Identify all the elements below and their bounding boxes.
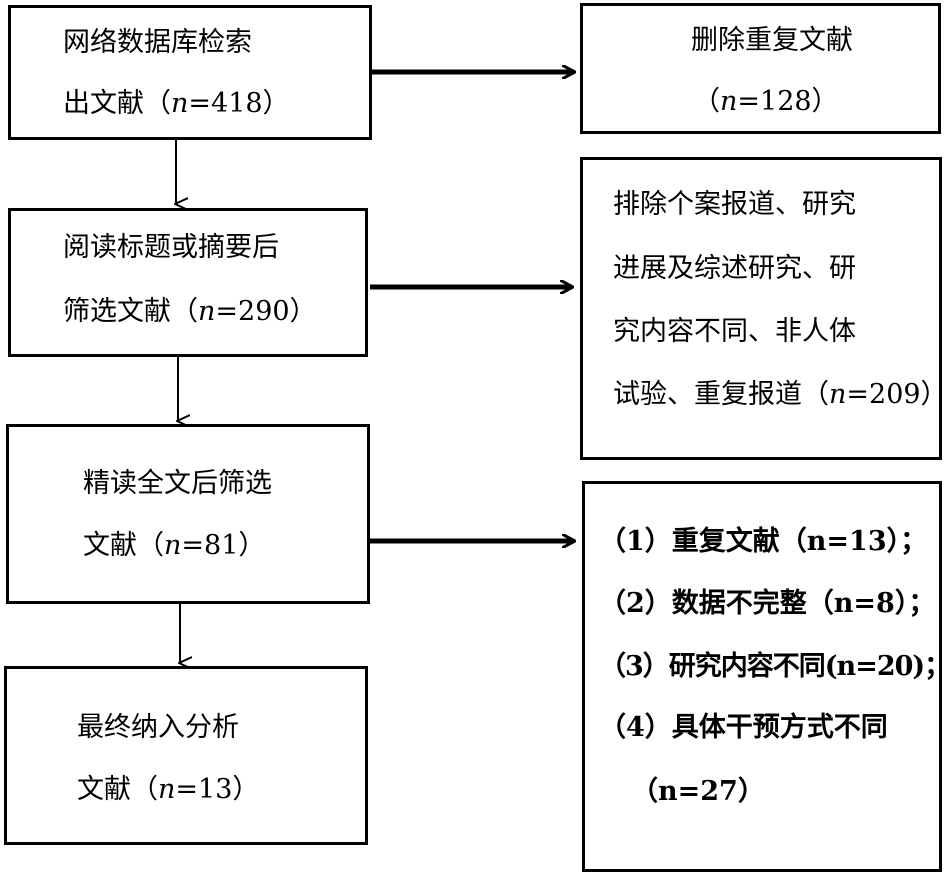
- box-line: 试验、重复报道（n=209）: [613, 380, 945, 410]
- box-remove-duplicates: 删除重复文献 （n=128）: [580, 3, 941, 134]
- text-post: =418）: [188, 88, 290, 119]
- box-line: 进展及综述研究、研: [613, 253, 856, 284]
- n-symbol: n: [158, 774, 176, 805]
- box-line: （4）具体干预方式不同: [599, 712, 888, 743]
- n-symbol: n: [171, 88, 189, 119]
- box-line: 网络数据库检索: [63, 27, 252, 58]
- text-post: =290）: [215, 296, 317, 327]
- box-line: 排除个案报道、研究: [613, 189, 856, 220]
- box-line: 文献（n=13）: [77, 775, 259, 805]
- box-line: （3）研究内容不同(n=20)；: [599, 651, 945, 682]
- box-line: （2）数据不完整（n=8）；: [599, 588, 936, 619]
- box-line: （n=128）: [693, 87, 839, 117]
- box-fulltext-exclusions: （1）重复文献（n=13）； （2）数据不完整（n=8）； （3）研究内容不同(…: [582, 481, 945, 872]
- box-line: 究内容不同、非人体: [613, 316, 856, 347]
- box-final-included: 最终纳入分析 文献（n=13）: [4, 666, 368, 845]
- text-pre: 筛选文献（: [63, 296, 198, 327]
- n-symbol: n: [164, 530, 182, 561]
- box-line: 删除重复文献: [691, 25, 853, 56]
- box-line: 阅读标题或摘要后: [63, 232, 279, 263]
- box-line: 最终纳入分析: [77, 712, 239, 743]
- text-post: =13）: [175, 774, 260, 805]
- text-pre: （: [693, 86, 720, 117]
- box-title-abstract-screen: 阅读标题或摘要后 筛选文献（n=290）: [8, 208, 368, 357]
- text-post: =209）: [846, 379, 945, 410]
- n-symbol: n: [198, 296, 216, 327]
- box-line: 精读全文后筛选: [83, 468, 272, 499]
- box-fulltext-screen: 精读全文后筛选 文献（n=81）: [6, 424, 370, 604]
- box-line: 筛选文献（n=290）: [63, 297, 317, 327]
- n-symbol: n: [720, 86, 738, 117]
- text-post: =81）: [181, 530, 266, 561]
- text-pre: 文献（: [77, 774, 158, 805]
- text-pre: 文献（: [83, 530, 164, 561]
- box-database-search: 网络数据库检索 出文献（n=418）: [8, 5, 372, 140]
- box-line: （n=27）: [631, 776, 765, 807]
- box-line: 文献（n=81）: [83, 531, 265, 561]
- text-post: =128）: [737, 86, 839, 117]
- n-symbol: n: [829, 379, 847, 410]
- box-line: （1）重复文献（n=13）；: [599, 526, 928, 557]
- box-line: 出文献（n=418）: [63, 89, 290, 119]
- box-exclusion-reasons: 排除个案报道、研究 进展及综述研究、研 究内容不同、非人体 试验、重复报道（n=…: [580, 157, 945, 460]
- text-pre: 出文献（: [63, 88, 171, 119]
- text-pre: 试验、重复报道（: [613, 379, 829, 410]
